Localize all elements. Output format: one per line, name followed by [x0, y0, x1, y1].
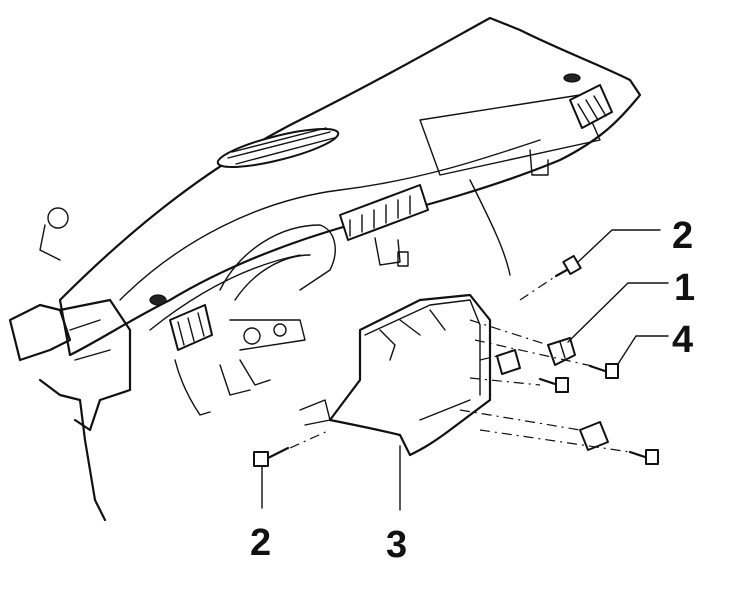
screw-lower-right	[628, 449, 659, 465]
leader-lines	[261, 229, 669, 511]
left-end-bracket	[8, 207, 132, 522]
callout-2-top: 2	[672, 215, 693, 257]
callout-3: 3	[386, 524, 407, 566]
screw-bottom-left	[253, 446, 290, 467]
center-air-vent	[339, 184, 429, 267]
pedal-area	[174, 359, 271, 416]
clip-middle	[496, 349, 521, 375]
dashboard-panel	[58, 16, 642, 357]
alignment-lines	[289, 275, 631, 453]
callout-1: 1	[674, 267, 695, 309]
callout-2-bottom: 2	[250, 522, 271, 564]
right-air-vent	[529, 73, 613, 176]
screw-middle	[538, 377, 569, 393]
callout-4: 4	[672, 319, 693, 361]
instrument-opening	[219, 224, 336, 351]
screw-top	[554, 254, 582, 278]
lower-trim-cover	[299, 293, 492, 457]
screw-4	[588, 363, 619, 379]
left-air-vent	[149, 294, 213, 351]
defroster-vent	[216, 127, 340, 168]
clip-1	[547, 337, 576, 366]
clip-lower	[579, 421, 609, 451]
